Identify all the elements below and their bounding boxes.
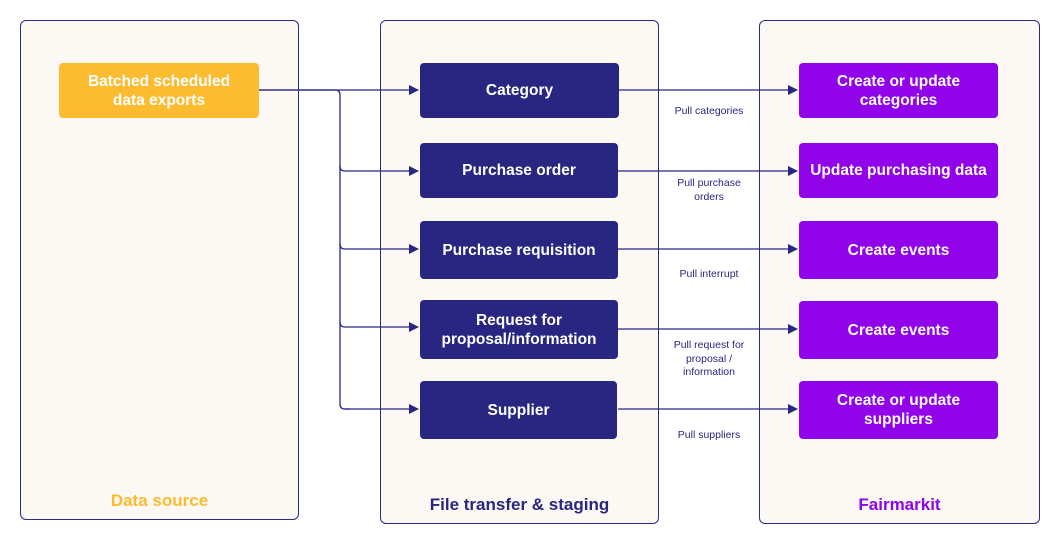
purchase-requisition-node: Purchase requisition	[420, 221, 618, 279]
connector-source-trunk	[258, 89, 350, 410]
rfp-node: Request for proposal/information	[420, 300, 618, 359]
rfp-label: Request for proposal/information	[441, 311, 597, 348]
events-target-node-2: Create events	[799, 301, 998, 359]
categories-target-node: Create or update categories	[799, 63, 998, 118]
supplier-node: Supplier	[420, 381, 617, 439]
edge-label-pull-suppliers: Pull suppliers	[677, 429, 741, 441]
purchase-requisition-label: Purchase requisition	[442, 241, 596, 259]
batched-exports-label: Batched scheduled data exports	[87, 72, 231, 109]
edge-label-pull-rfp: Pull request for proposal / information	[673, 339, 745, 378]
purchasing-data-target-node: Update purchasing data	[799, 143, 998, 198]
purchase-order-node: Purchase order	[420, 143, 618, 198]
suppliers-target-node: Create or update suppliers	[799, 381, 998, 439]
purchasing-data-target-label: Update purchasing data	[810, 162, 987, 179]
batched-exports-node: Batched scheduled data exports	[59, 63, 259, 118]
edge-label-pull-purchase-orders: Pull purchase orders	[677, 177, 741, 203]
data-source-title: Data source	[110, 491, 209, 510]
categories-target-label: Create or update categories	[836, 72, 961, 109]
edge-label-pull-categories: Pull categories	[674, 105, 744, 117]
events-target-label-1: Create events	[847, 241, 950, 259]
fairmarkit-title: Fairmarkit	[858, 495, 941, 514]
connector-source-rfp	[339, 321, 419, 332]
connector-source-purchase-order	[339, 165, 419, 176]
events-target-label-2: Create events	[847, 321, 950, 339]
suppliers-target-label: Create or update suppliers	[836, 392, 961, 428]
staging-title: File transfer & staging	[429, 495, 610, 514]
edge-label-pull-interrupt: Pull interrupt	[679, 268, 739, 280]
supplier-label: Supplier	[487, 401, 550, 419]
connector-source-purchase-requisition	[339, 243, 419, 254]
category-label: Category	[485, 82, 554, 99]
purchase-order-label: Purchase order	[462, 162, 576, 179]
events-target-node-1: Create events	[799, 221, 998, 279]
category-node: Category	[420, 63, 619, 118]
